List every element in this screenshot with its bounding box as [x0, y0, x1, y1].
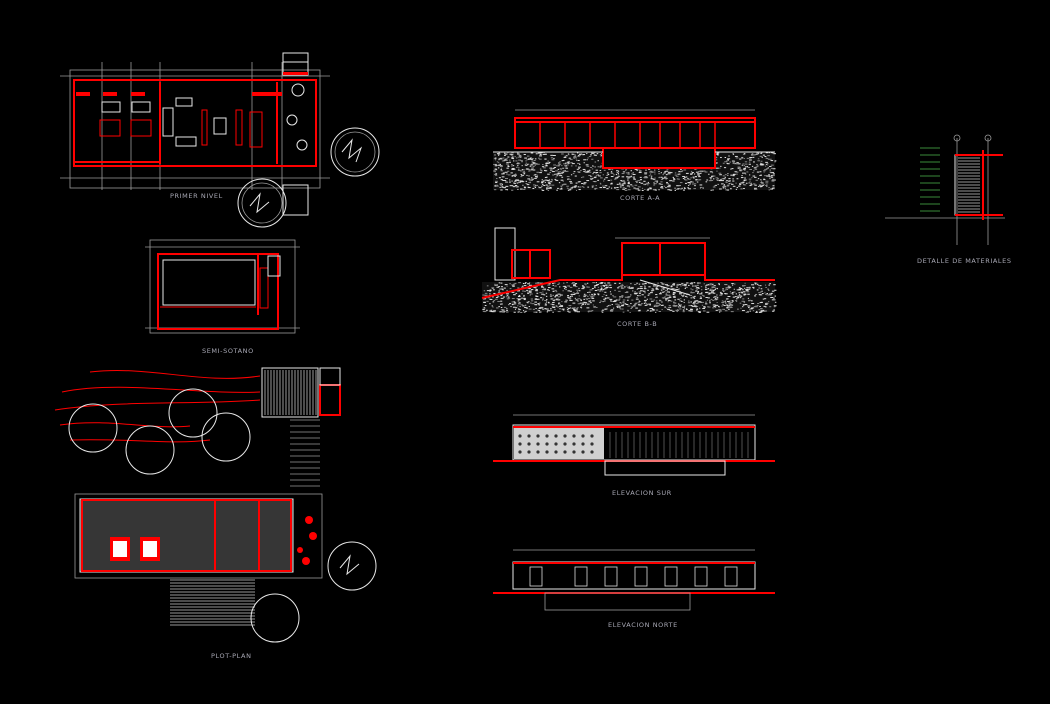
elevation-norte: ELEVACION NORTE [493, 549, 775, 629]
label-primer-nivel: PRIMER NIVEL [170, 192, 223, 200]
label-corte-b-b: CORTE B-B [617, 320, 657, 328]
section-corte-a-a: CORTE A-A [493, 109, 777, 202]
elevation-sur: ELEVACION SUR [493, 414, 775, 497]
label-corte-a-a: CORTE A-A [620, 194, 660, 202]
label-plot-plan: PLOT-PLAN [211, 652, 252, 660]
plan-plot-plan: PLOT-PLAN [54, 367, 377, 660]
label-elevacion-norte: ELEVACION NORTE [608, 621, 678, 629]
label-detalle-materiales: DETALLE DE MATERIALES [917, 257, 1012, 265]
detail-materiales: DETALLE DE MATERIALES [885, 134, 1012, 265]
label-elevacion-sur: ELEVACION SUR [612, 489, 672, 497]
label-semi-sotano: SEMI-SOTANO [202, 347, 254, 355]
plan-semi-sotano: SEMI-SOTANO [145, 239, 300, 355]
section-corte-b-b: CORTE B-B [481, 227, 777, 328]
plan-primer-nivel: PRIMER NIVEL [60, 52, 380, 228]
